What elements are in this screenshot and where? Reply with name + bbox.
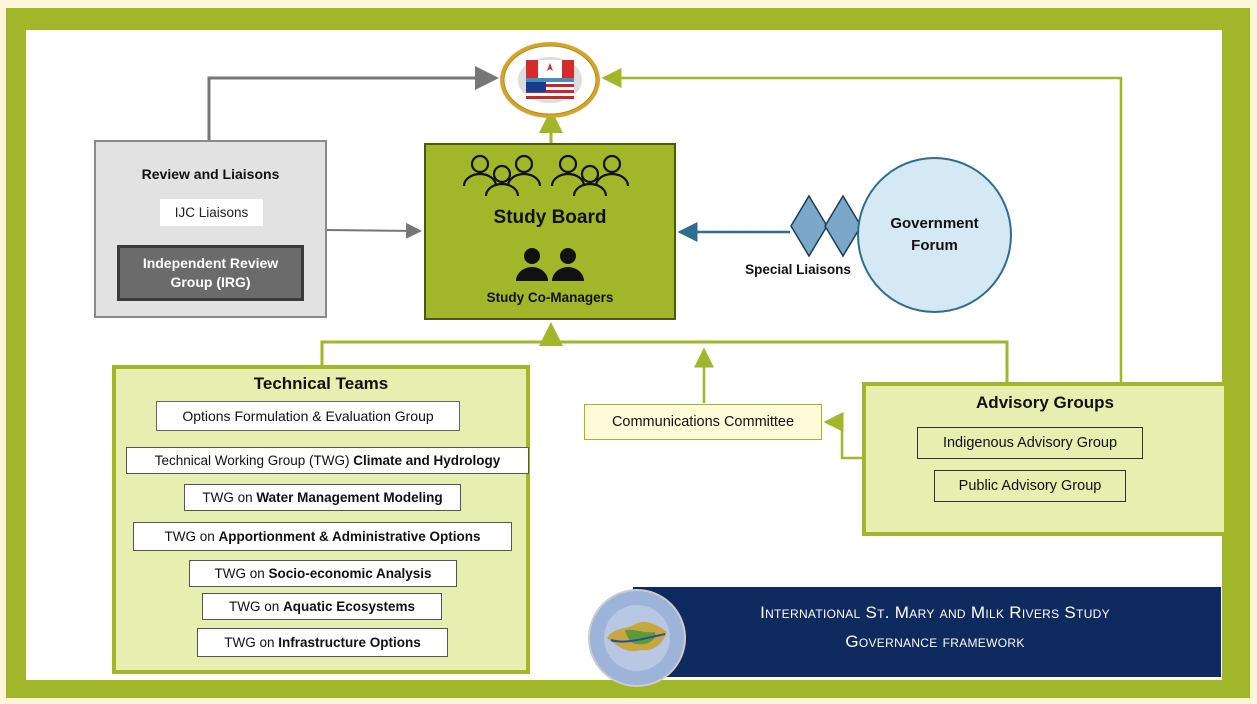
banner-title-line2: Governance framework xyxy=(845,632,1025,651)
irg-box: Independent Review Group (IRG) xyxy=(117,245,304,301)
review-liaisons-title: Review and Liaisons xyxy=(141,166,280,182)
advisory-to-ijc-line xyxy=(601,68,1123,382)
twg-infrastructure: TWG on Infrastructure Options xyxy=(197,628,448,657)
options-group-box: Options Formulation & Evaluation Group xyxy=(156,401,460,431)
communications-committee-box: Communications Committee xyxy=(584,404,822,440)
advisory-groups-title: Advisory Groups xyxy=(976,393,1114,412)
technical-teams-title: Technical Teams xyxy=(253,374,389,393)
public-advisory-box: Public Advisory Group xyxy=(934,470,1126,502)
ijc-liaisons-box: IJC Liaisons xyxy=(160,199,263,226)
twg-apportionment: TWG on Apportionment & Administrative Op… xyxy=(133,522,512,551)
ijc-seal-logo xyxy=(498,40,602,120)
study-board-title: Study Board xyxy=(493,207,607,228)
study-board-logo xyxy=(585,588,689,688)
twg-aquatic-ecosystems: TWG on Aquatic Ecosystems xyxy=(202,593,442,620)
board-members-icon xyxy=(458,154,638,198)
twg-climate-hydrology: Technical Working Group (TWG) Climate an… xyxy=(126,447,529,474)
twg-water-management: TWG on Water Management Modeling xyxy=(184,484,461,511)
twg-socio-economic: TWG on Socio-economic Analysis xyxy=(189,560,457,587)
government-forum-circle: Government Forum xyxy=(857,157,1012,313)
special-liaisons-label: Special Liaisons xyxy=(745,262,851,277)
review-to-ijc-line xyxy=(207,66,499,140)
indigenous-advisory-box: Indigenous Advisory Group xyxy=(917,427,1143,459)
banner-title-line1: International St. Mary and Milk Rivers S… xyxy=(760,603,1110,622)
advisory-groups-panel xyxy=(862,382,1228,536)
review-to-board-line xyxy=(326,222,422,239)
advisory-to-comms-line xyxy=(823,412,862,460)
co-managers-label: Study Co-Managers xyxy=(486,290,614,305)
co-managers-icon xyxy=(512,247,588,283)
special-liaisons-icon xyxy=(789,194,863,258)
technical-to-board-line xyxy=(320,340,1009,382)
study-banner xyxy=(633,587,1221,677)
study-board-box xyxy=(424,143,676,320)
